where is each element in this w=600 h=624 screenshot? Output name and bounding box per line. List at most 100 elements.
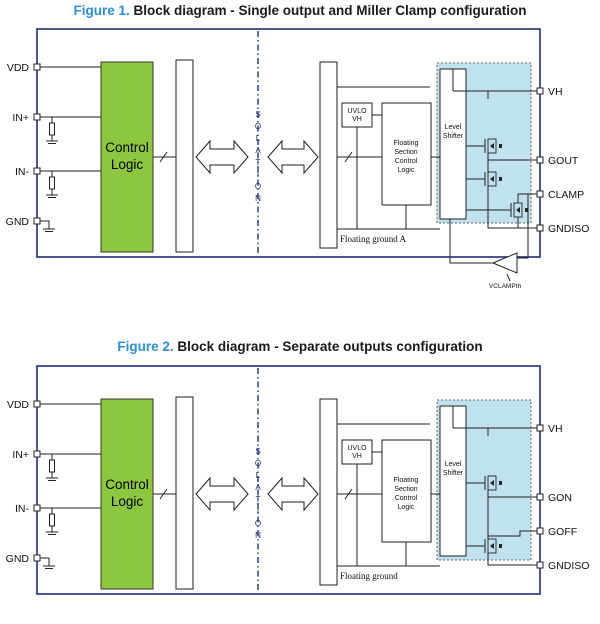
figure1-rx-bar (319, 61, 338, 249)
figure2-wire-goff (488, 530, 537, 537)
figure2-bus-slash-left (159, 488, 168, 500)
figure1-comp-out (449, 219, 493, 264)
figure2-isolation-letter-8: N (255, 531, 261, 540)
figure2-fet-low-arrow (490, 543, 494, 549)
figure2-control-logic-label-1: Logic (111, 494, 144, 509)
figure2-isolation-letter-0: I (257, 435, 259, 444)
figure1-control-logic-label-1: Logic (111, 157, 144, 172)
figure1-pin-right-box-0 (536, 87, 544, 95)
figure1-clamp-comparator (491, 252, 518, 274)
figure2-pin-right-label-1: GON (548, 492, 572, 504)
figure2-fet-low-body (487, 538, 497, 554)
figure1-pull-resistor-1 (49, 122, 55, 136)
figure2-isolation-letter-2: O (255, 459, 261, 468)
figure2-control-logic-block (100, 398, 154, 590)
figure2-pin-right-box-3 (536, 561, 544, 569)
figure1-floating-section-block (381, 102, 432, 206)
figure2-uvlo-label-line-0: UVLO (347, 445, 367, 452)
figure2-wire-gndiso (487, 553, 537, 566)
figure2-pin-right-label-0: VH (548, 423, 563, 435)
figure1-pull-resistor-2 (49, 176, 55, 190)
figure2-uvlo-block (341, 439, 373, 465)
figure1-fet-low-body (487, 171, 497, 187)
figure2-fet-high-body (487, 475, 497, 491)
figure2-bus-slash-right (344, 488, 353, 500)
figure2-floating-section-label-line-2: Control (395, 495, 418, 502)
figure1-isolation-letter-0: I (257, 98, 259, 107)
figure1-comp-in (517, 194, 529, 259)
figure2-pin-label-2: IN- (15, 503, 30, 515)
figure1-pin-right-box-3 (536, 224, 544, 232)
figure1-floating-section-label-line-0: Floating (394, 140, 419, 147)
figure1-floating-ground-label: Floating ground A (340, 234, 407, 244)
figure1-pin-right-label-1: GOUT (548, 155, 579, 167)
figure1-bus-slash-right (344, 151, 353, 163)
figure1-bus-slash-left (159, 151, 168, 163)
figure1-isolation-letter-8: N (255, 194, 261, 203)
figure1-floating-section-label-line-1: Section (394, 149, 417, 156)
figure1-fet-clamp-arrow (516, 207, 520, 213)
figure2-floating-section-label-line-0: Floating (394, 477, 419, 484)
figure1-arrow-left (195, 139, 249, 175)
figure1-arrow-right (267, 139, 319, 175)
figure1-level-shifter-block (439, 68, 467, 220)
figure1-pin-right-label-0: VH (548, 86, 563, 98)
figure2-isolation-letter-3: L (256, 471, 261, 480)
figure2-pin-right-box-2 (536, 527, 544, 535)
figure1-isolation-letter-4: A (255, 146, 261, 155)
figure2-pull-resistor-2 (49, 513, 55, 527)
figure2-rx-bar (319, 398, 338, 586)
figure1-fet-high-body (487, 138, 497, 154)
figure2-pin-in-box (33, 450, 41, 458)
figure2-fet-low-diode (499, 544, 502, 548)
figure2-floating-section-label-line-3: Logic (398, 504, 415, 511)
figure2-isolation-letter-6: I (257, 507, 259, 516)
figure2-pull-resistor-1 (49, 459, 55, 473)
figure2-fet-high-diode (499, 481, 502, 485)
figure1-level-shifter-label-line-1: Shifter (443, 133, 464, 140)
figure2-floating-section-label-line-1: Section (394, 486, 417, 493)
figure2-pin-right-label-2: GOFF (548, 526, 577, 538)
figure1-tx-bar (175, 59, 194, 253)
figure2-arrow-left (195, 476, 249, 512)
figure1-wire-gndiso (487, 186, 537, 229)
figure1-diagram: ISOLATIONVDDIN+IN-GNDControlLogicUVLOVHF… (6, 28, 589, 290)
figure1-uvlo-block (341, 102, 373, 128)
figure1-pin-right-box-1 (536, 156, 544, 164)
figure-2-title: Figure 2. Block diagram - Separate outpu… (0, 339, 600, 354)
figure2-frame (36, 365, 541, 595)
figure2-pin-gnd-box (33, 554, 41, 562)
figure1-fet-low-arrow (490, 176, 494, 182)
figure1-pin-in-box (33, 167, 41, 175)
figure1-pin-gnd-box (33, 217, 41, 225)
figure2-isolation-letter-5: T (256, 495, 261, 504)
figure1-isolation-letter-3: L (256, 134, 261, 143)
figure1-vclamp-label: VCLAMPth (489, 283, 522, 290)
figure2-level-shifter-label-line-1: Shifter (443, 470, 464, 477)
figure1-pin-right-box-2 (536, 190, 544, 198)
figure1-pin-label-1: IN+ (12, 112, 29, 124)
figure2-pin-vdd-box (33, 400, 41, 408)
figure-1-title: Figure 1. Block diagram - Single output … (0, 3, 600, 18)
figure2-pin-right-label-3: GNDISO (548, 560, 589, 572)
figure-1-number: Figure 1. (73, 3, 130, 18)
figure1-control-logic-label-0: Control (105, 140, 149, 155)
figure1-floating-section-label-line-2: Control (395, 158, 418, 165)
figure1-isolation-letter-2: O (255, 122, 261, 131)
figure2-diagram: ISOLATIONVDDIN+IN-GNDControlLogicUVLOVHF… (6, 365, 589, 595)
figure2-arrow-right (267, 476, 319, 512)
figure1-vclamp-lead (506, 273, 511, 282)
figure2-control-logic-label-0: Control (105, 477, 149, 492)
figure2-floating-ground-label: Floating ground (340, 571, 398, 581)
figure2-tx-bar (175, 396, 194, 590)
figure-1-caption: Block diagram - Single output and Miller… (133, 3, 527, 18)
figure2-uvlo-label-line-1: VH (352, 453, 362, 460)
figure1-frame (36, 28, 541, 258)
figure1-pin-right-label-2: CLAMP (548, 189, 584, 201)
figure2-fet-high-arrow (490, 480, 494, 486)
figure2-isolation-letter-4: A (255, 483, 261, 492)
figure2-pin-in-box (33, 504, 41, 512)
figure1-control-logic-block (100, 61, 154, 253)
figure1-fet-high-diode (499, 144, 502, 148)
